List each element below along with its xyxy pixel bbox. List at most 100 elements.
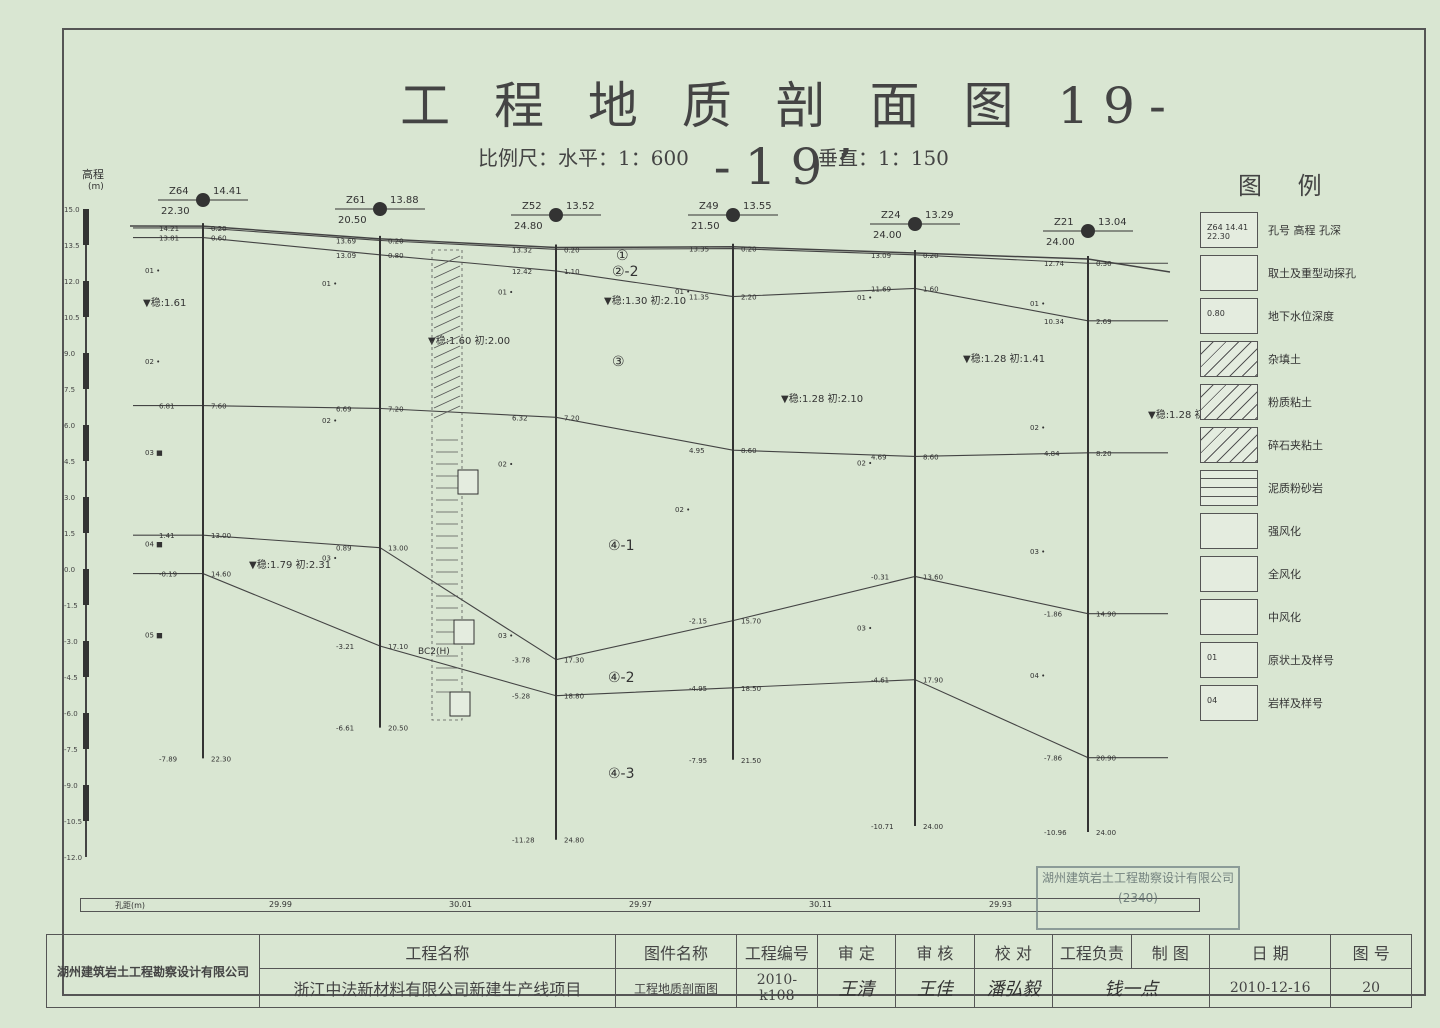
sample-label: 02 • [675,506,690,514]
borehole-depth: 24.00 [1046,237,1075,248]
elevation-axis-bar [83,353,89,389]
axis-tick-label: 15.0 [64,206,80,214]
sample-label: 05 ■ [145,631,163,639]
drawing-header: 图件名称 [614,933,738,970]
distance-value: 30.11 [809,900,832,909]
fill-hatch [433,375,461,389]
axis-tick-label: 13.5 [64,242,80,250]
legend-swatch [1200,513,1258,549]
sample-label: 01 • [322,280,337,288]
axis-tick-label: -1.5 [64,602,78,610]
fill-hatch [433,325,461,339]
borehole-id: Z24 [881,210,901,221]
title-block: 湖州建筑岩土工程勘察设计有限公司 工程名称 图件名称 工程编号 审 定 审 核 … [45,933,1412,1008]
axis-tick-label: -7.5 [64,746,78,754]
layer-elevation-label: -1.86 [1044,611,1063,619]
drawing-name: 工程地质剖面图 [614,968,738,1008]
water-level-label: ▼稳:1.28 初:2.10 [781,392,863,405]
borehole-id: Z21 [1054,217,1074,228]
sample-label: 03 • [857,625,872,633]
borehole-depth: 20.50 [338,215,367,226]
legend-swatch: 0.80 [1200,298,1258,334]
sample-label: 01 • [857,294,872,302]
distance-value: 29.99 [269,900,292,909]
horizontal-scale: 比例尺：水平：1：600 [478,146,689,170]
borehole-depth: 21.50 [691,221,720,232]
borehole-elevation: 13.55 [743,201,772,212]
layer-depth-label: 17.90 [923,677,943,685]
borehole-id: Z49 [699,201,719,212]
axis-unit: (m) [88,182,104,192]
number-header: 工程编号 [736,933,818,970]
review-header: 审 定 [816,933,897,970]
sample-label: 04 ■ [145,540,163,548]
bottom-elevation-label: -10.71 [871,823,894,831]
layer-depth-label: 14.60 [211,571,231,579]
weathering-marker [449,691,471,717]
layer-elevation-label: 11.35 [689,294,709,302]
borehole-elevation: 13.88 [390,195,419,206]
layer-depth-label: 13.00 [388,545,408,553]
legend-item-mid-weathered: 中风化 [1200,599,1420,637]
layer-label: ④-3 [608,766,635,782]
elevation-axis-bar [83,713,89,749]
axis-tick-label: -4.5 [64,674,78,682]
bottom-depth-label: 24.00 [923,823,943,831]
layer-elevation-label: -5.28 [512,693,530,701]
water-level-label: ▼稳:1.28 初:1.41 [963,352,1045,365]
sample-label: 02 • [1030,424,1045,432]
borehole-depth: 24.00 [873,230,902,241]
layer-depth-label: 0.20 [211,225,227,233]
layer-elevation-label: -7.86 [1044,755,1063,763]
sample-label: 01 • [145,267,160,275]
legend-label: 杂填土 [1268,353,1301,366]
layer-elevation-label: -2.15 [689,618,707,626]
layer-depth-label: 17.30 [564,657,584,665]
draw-header: 制 图 [1130,933,1211,970]
sample-label: 02 • [857,459,872,467]
legend-swatch-text: Z64 14.41 22.30 [1207,223,1249,241]
vertical-scale: 垂直：1：150 [818,146,949,170]
layer-depth-label: 7.20 [388,405,404,413]
layer-elevation-label: -3.21 [336,643,354,651]
axis-tick-label: -9.0 [64,782,78,790]
layer-depth-label: 20.90 [1096,755,1116,763]
elevation-axis-bar [83,497,89,533]
layer-boundary-line [133,405,1168,457]
sample-label: 01 • [675,288,690,296]
bottom-depth-label: 21.50 [741,757,761,765]
layer-elevation-label: 1.41 [159,532,175,540]
signature-lead: 钱一点 [1052,968,1211,1008]
date-header: 日 期 [1209,933,1332,970]
bottom-elevation-label: -6.61 [336,725,354,733]
fill-hatch [433,395,461,409]
fill-hatch [433,275,461,289]
axis-title: 高程 [82,168,104,181]
layer-elevation-label: -4.61 [871,677,889,685]
legend-label: 中风化 [1268,611,1301,624]
layer-elevation-label: 4.84 [1044,450,1060,458]
layer-elevation-label: 6.81 [159,403,175,411]
legend-swatch: 01 [1200,642,1258,678]
layer-elevation-label: -0.19 [159,571,177,579]
fill-hatch [433,355,461,369]
legend-label: 强风化 [1268,525,1301,538]
fill-hatch [433,265,461,279]
bottom-depth-label: 24.80 [564,837,584,845]
legend-swatch: 04 [1200,685,1258,721]
layer-elevation-label: 13.69 [336,237,356,245]
legend-item-strong-weathered: 强风化 [1200,513,1420,551]
legend-swatch [1200,427,1258,463]
drawing-title: 工 程 地 质 剖 面 图 19--19’ [400,77,1180,196]
legend-label: 取土及重型动探孔 [1268,267,1356,280]
drawing-date: 2010-12-16 [1209,968,1332,1008]
layer-depth-label: 8.60 [741,447,757,455]
axis-tick-label: -6.0 [64,710,78,718]
fill-hatch [433,295,461,309]
sample-label: 02 • [322,417,337,425]
bottom-elevation-label: -7.89 [159,755,177,763]
